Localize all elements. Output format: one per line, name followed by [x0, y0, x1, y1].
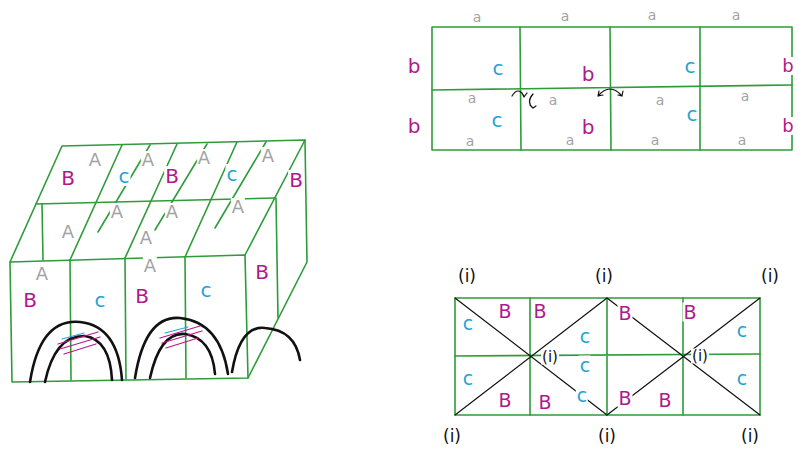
grid-letter: (i)	[740, 428, 760, 445]
grid-letter: a	[465, 134, 476, 148]
diagonal	[455, 298, 760, 415]
grid-letter: c	[462, 314, 474, 333]
grid-letter: c	[736, 321, 748, 340]
arch	[30, 322, 122, 382]
grid-letter: a	[560, 9, 571, 23]
grid-letter: B	[617, 389, 632, 408]
grid-letter: A	[110, 203, 124, 221]
grid-letter: a	[647, 8, 658, 22]
box-sketch	[10, 140, 307, 382]
grid-letter: c	[576, 386, 588, 405]
top-cross-lines	[42, 142, 266, 260]
grid-letter: c	[684, 56, 697, 76]
grid-letter: A	[143, 257, 157, 275]
grid-letter: A	[231, 198, 245, 216]
grid-letter: A	[197, 149, 211, 167]
grid-letter: B	[617, 304, 632, 323]
grid-letter: c	[736, 369, 748, 388]
grid-letter: A	[88, 151, 102, 169]
grid-letter: (i)	[597, 428, 617, 445]
hatching	[58, 326, 202, 354]
grid-letter: c	[462, 369, 474, 388]
grid-letter: c	[226, 164, 239, 184]
grid-outline	[455, 298, 760, 415]
diagonals	[455, 298, 760, 415]
grid-letter: a	[740, 89, 751, 103]
grid-letter: c	[492, 58, 505, 78]
grid-letter: B	[497, 302, 512, 321]
front-face	[10, 255, 248, 382]
grid-letter: b	[781, 57, 794, 75]
grid-letter: (i)	[594, 268, 614, 285]
curved-arrow	[530, 94, 537, 108]
grid-letter: a	[737, 133, 748, 147]
grid-letter: b	[581, 64, 596, 84]
folded-grid	[455, 298, 760, 415]
grid-letter: a	[565, 133, 576, 147]
grid-letter: B	[164, 166, 180, 186]
grid-letter: b	[407, 56, 422, 76]
grid-letter: c	[491, 110, 504, 130]
grid-letter: B	[134, 286, 150, 306]
grid-letter: A	[61, 223, 75, 241]
grid-letter: c	[579, 356, 591, 375]
grid-letter: B	[497, 391, 512, 410]
curved-arrow	[598, 89, 623, 96]
grid-letter: (i)	[691, 349, 709, 364]
grid-letter: B	[254, 262, 270, 282]
grid-lines	[455, 298, 760, 415]
grid-letter: b	[781, 117, 794, 135]
grid-letter: B	[537, 393, 552, 412]
grid-letter: (i)	[760, 268, 780, 285]
grid-letter: A	[35, 265, 49, 283]
grid-letter: B	[288, 170, 304, 190]
arches	[30, 318, 300, 382]
hatching	[62, 327, 188, 339]
grid-letter: B	[657, 391, 672, 410]
right-face	[248, 140, 307, 378]
grid-letter: B	[22, 290, 38, 310]
grid-lines	[432, 27, 792, 150]
grid-letter: B	[682, 303, 697, 322]
grid-letter: (i)	[442, 428, 462, 445]
grid-letter: a	[472, 10, 483, 24]
curved-arrow	[512, 91, 527, 97]
grid-letter: a	[467, 91, 478, 105]
arch	[232, 328, 300, 372]
grid-letter: c	[94, 290, 107, 310]
grid-letter: (i)	[457, 268, 477, 285]
grid-letter: B	[60, 168, 76, 188]
grid-letter: A	[165, 203, 179, 221]
right-face-line	[276, 198, 278, 318]
grid-letter: b	[407, 116, 422, 136]
grid-letter: a	[548, 93, 559, 107]
grid-letter: a	[650, 133, 661, 147]
grid-letter: A	[261, 147, 275, 165]
grid-letter: A	[141, 151, 155, 169]
grid-letter: c	[118, 166, 131, 186]
top-face	[10, 140, 305, 262]
grid-letter: c	[686, 104, 699, 124]
grid-letter: A	[139, 229, 153, 247]
grid-letter: c	[200, 280, 213, 300]
hatch	[58, 326, 202, 354]
grid-letter: c	[579, 327, 591, 346]
grid-letter: a	[655, 93, 666, 107]
arch	[135, 318, 228, 378]
grid-letter: (i)	[541, 350, 559, 365]
arch	[150, 334, 215, 378]
grid-letter: a	[731, 8, 742, 22]
fold-arrows	[512, 89, 623, 108]
grid-letter: b	[581, 117, 596, 137]
grid-letter: B	[532, 302, 547, 321]
hatch	[62, 327, 188, 339]
flat-grid	[432, 27, 792, 150]
grid-outline	[432, 27, 792, 150]
